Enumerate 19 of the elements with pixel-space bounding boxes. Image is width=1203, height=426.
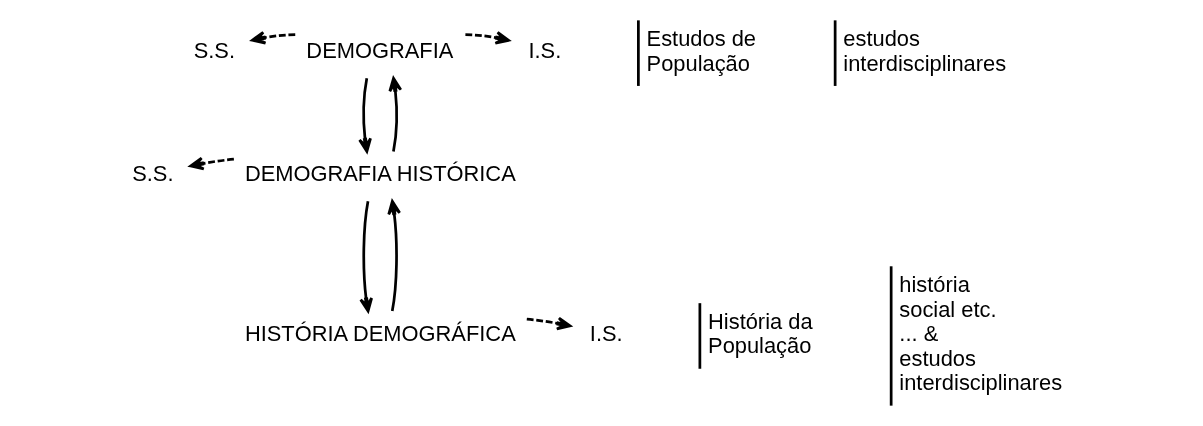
arrow	[358, 78, 372, 153]
arrow	[387, 200, 402, 312]
node-text: S.S.	[132, 161, 174, 187]
label: história social etc. ... & estudos interdisciplinares	[899, 271, 1063, 396]
arrow	[189, 156, 234, 171]
arrow	[465, 31, 510, 45]
arrow	[388, 76, 403, 152]
label: História da População	[708, 308, 813, 359]
arrow	[359, 201, 373, 313]
arrow	[526, 316, 572, 331]
node-text: I.S.	[589, 321, 623, 347]
label: Estudos de População	[646, 26, 756, 76]
arrow	[250, 30, 296, 45]
node-text: DEMOGRAFIA HISTÓRICA	[244, 161, 516, 187]
node-text: I.S.	[528, 38, 562, 64]
node-text: S.S.	[193, 38, 235, 64]
node-text: HISTÓRIA DEMOGRÁFICA	[244, 321, 516, 347]
node-text: DEMOGRAFIA	[306, 38, 454, 64]
label: estudos interdisciplinares	[843, 26, 1007, 76]
